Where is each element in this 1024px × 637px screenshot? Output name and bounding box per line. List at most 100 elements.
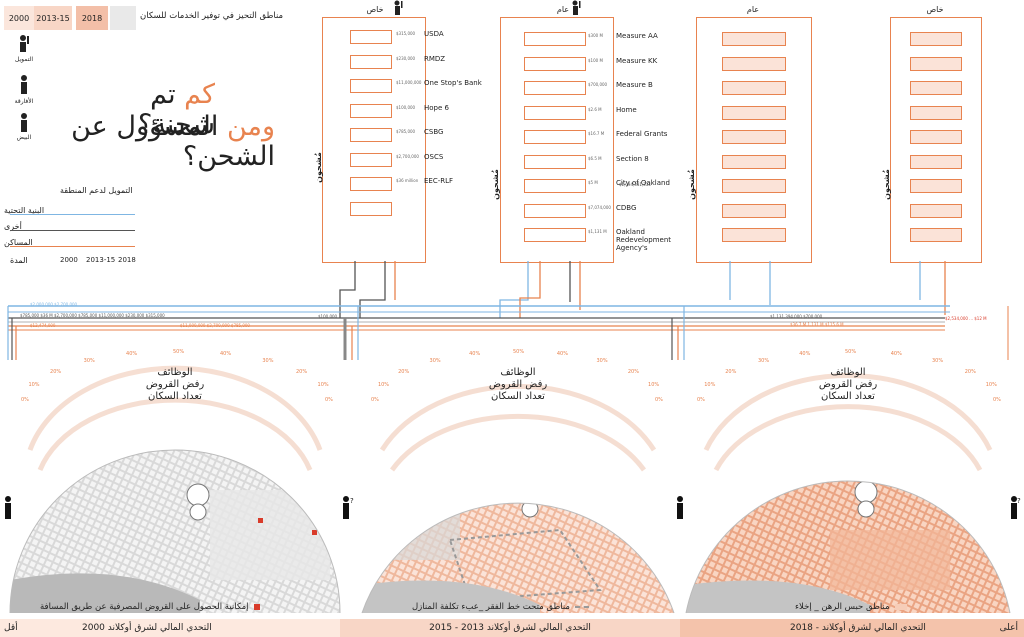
gauge-percent-label: 40% (469, 351, 481, 358)
flow-amount-row-1: $2,000,000 $2,700,000 (30, 302, 78, 307)
gauge-percent-label: 50% (173, 349, 185, 355)
funding-source-box (524, 32, 586, 46)
funding-source-box (524, 130, 586, 144)
gauge-percent-label: 20% (295, 368, 308, 375)
column-2-frame (500, 17, 614, 263)
legend-year-2018: 2018 (76, 6, 108, 30)
funding-source-label: RMDZ (424, 54, 446, 63)
funding-source-box (910, 81, 962, 95)
funding-legend-housing-label: المساكن (4, 238, 33, 247)
question-line-1: كم تم شحنة؟ (80, 80, 215, 140)
gauge-3-jobs: الوظائف (830, 367, 866, 378)
funding-source-amount: $7,074,000 (588, 204, 611, 210)
gauge-percent-label: 0% (655, 397, 663, 403)
funding-source-box (910, 154, 962, 169)
gauge-percent-label: 0% (371, 397, 379, 403)
funding-source-box (910, 179, 962, 193)
actor-label-african: الأفارقة (14, 98, 34, 105)
funding-source-box (910, 228, 962, 242)
funding-legend-housing-line (10, 246, 135, 247)
column-1-frame (322, 17, 426, 263)
svg-text:?: ? (1017, 497, 1021, 505)
funding-source-box (722, 105, 786, 120)
gauge-percent-label: 20% (964, 368, 976, 375)
bottom-strip-title-2000: التحدي المالي لشرق أوكلاند 2000 (82, 623, 212, 633)
gauge-percent-label: 0% (993, 397, 1001, 403)
foreclosure-swatch (894, 604, 907, 610)
gauge-2-percent-row: 0%10%20%30%40%50%40%30%20%10%0% (370, 345, 670, 405)
funding-source-box (350, 54, 392, 69)
gauge-3-population: تعداد السكان (821, 391, 875, 402)
bottom-strip-title-2018: التحدي المالي لشرق أوكلاند - 2018 (790, 623, 926, 633)
flow-amount-right-1: $1,131,394,000 $700,000 (770, 314, 823, 319)
map-key-foreclosure: مناطق حبس الرهن _ إخلاء (795, 602, 907, 612)
funding-legend-period-label: المدة (10, 256, 28, 265)
funding-source-box (722, 228, 786, 242)
bottom-strip-high-label: أعلى (999, 623, 1018, 633)
svg-text:?: ? (350, 497, 354, 505)
funding-source-label: Oakland Redevelopment Agency's (616, 228, 672, 252)
gauge-3-caption: الوظائف رفض القروض تعداد السكان (788, 367, 908, 403)
funding-legend-infra-label: البنية التحتية (4, 206, 45, 215)
funding-source-label: Measure B (616, 81, 653, 89)
gauge-percent-label: 0% (325, 397, 333, 403)
funding-source-label: Home (616, 105, 637, 114)
funding-source-box (524, 105, 586, 120)
bottom-strip-low-label: أقل (4, 623, 18, 633)
bottom-strip-segment-1: أقل التحدي المالي لشرق أوكلاند 2000 (0, 619, 340, 637)
gauge-2-loan-denial: رفض القروض (488, 379, 548, 390)
gauge-percent-label: 20% (50, 368, 62, 375)
column-4-frame (890, 17, 982, 263)
funding-source-box (910, 130, 962, 144)
funding-source-amount: $700,000 (588, 82, 608, 87)
map-1-right-person-icon: ? (343, 496, 354, 519)
gauge-percent-label: 10% (377, 382, 390, 389)
gauge-1-jobs: الوظائف (157, 367, 193, 378)
question-line-2: ومن المسؤول عن الشحن؟ (40, 112, 275, 172)
gauge-2-caption: الوظائف رفض القروض تعداد السكان (458, 367, 578, 403)
funding-person-icon (20, 35, 29, 52)
column-1-title: خاص (366, 5, 384, 14)
bank-access-label: إمكانية الحصول على القروض المصرفية عن طر… (40, 602, 249, 612)
funding-source-box (350, 30, 392, 44)
gauge-percent-label: 10% (317, 382, 329, 389)
gauge-percent-label: 0% (21, 397, 29, 403)
flow-amount-row-2: $785,000 $36 M $2,700,000 $785,000 $11,0… (20, 313, 165, 318)
funding-legend-other-line (10, 230, 135, 231)
bottom-strip-segment-3: التحدي المالي لشرق أوكلاند - 2018 أعلى (680, 619, 1024, 637)
column-2-title: عام (556, 5, 570, 14)
funding-legend-other-label: أخرى (4, 222, 22, 231)
funding-source-label: CSBG (424, 128, 444, 136)
funding-source-box (524, 228, 586, 242)
question-2-highlight: ومن (226, 111, 275, 142)
gauge-2-population: تعداد السكان (491, 391, 545, 402)
gauge-percent-label: 10% (985, 382, 997, 389)
funding-legend-period-2000: 2000 (60, 256, 78, 264)
gauge-percent-label: 30% (758, 358, 770, 365)
gauge-percent-label: 0% (697, 397, 705, 403)
legend-zone-swatch (110, 6, 136, 30)
funding-source-label: USDA (424, 30, 444, 38)
question-2-rest: المسؤول عن الشحن؟ (71, 111, 275, 172)
column-3-title: عام (746, 5, 760, 14)
funding-source-label: CDBG (616, 203, 637, 212)
funding-source-amount: $100,000 (396, 104, 416, 110)
funding-source-box (910, 105, 962, 120)
maps-panel (9, 365, 1011, 614)
legend-year-2000: 2000 (4, 6, 34, 30)
gauge-1-population: تعداد السكان (148, 391, 202, 402)
funding-source-box (722, 81, 786, 95)
gauge-percent-label: 30% (83, 358, 95, 365)
funding-source-box (722, 32, 786, 46)
bank-access-swatch (253, 604, 260, 610)
funding-source-amount: $2.6 M (588, 106, 602, 112)
funding-source-box (524, 203, 586, 218)
funding-source-label: Measure AA (616, 32, 658, 40)
legend-year-2013-15: 2013-15 (34, 6, 72, 30)
funding-source-amount: $315,000 (396, 31, 416, 36)
funding-source-label: Measure KK (616, 56, 658, 65)
gauge-3-percent-row: 0%10%20%30%40%50%40%30%20%10%0% (696, 345, 1008, 405)
funding-source-box (350, 103, 392, 118)
map-2-right-person-icon (677, 496, 683, 519)
funding-source-amount: $785,000 (396, 129, 416, 134)
